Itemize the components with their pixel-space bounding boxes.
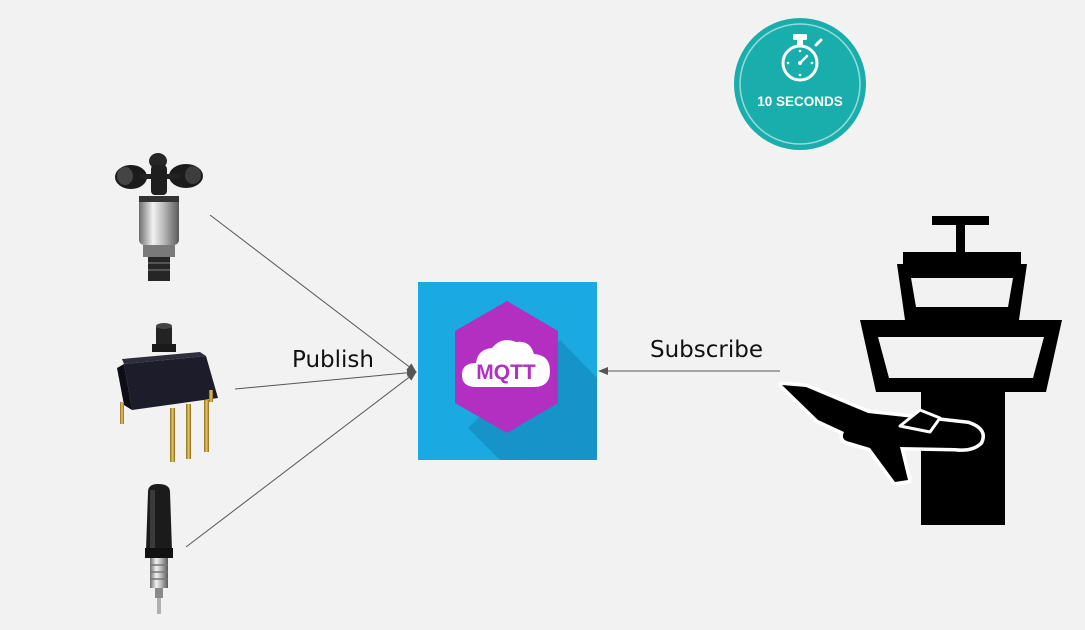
mqtt-cloud-icon: MQTT (455, 301, 558, 433)
publish-arrow-3 (185, 371, 417, 548)
publish-arrow-1 (209, 214, 417, 373)
timer-badge: 10 SECONDS (734, 18, 866, 150)
pressure-sensor-icon (117, 323, 218, 462)
probe-sensor-icon (145, 484, 173, 614)
mqtt-label: MQTT (476, 361, 536, 384)
subscribe-label: Subscribe (650, 337, 764, 363)
publish-label: Publish (292, 347, 374, 373)
stopwatch-icon (781, 34, 823, 82)
timer-label: 10 SECONDS (757, 94, 843, 109)
publish-arrow-2 (234, 368, 417, 390)
anemometer-sensor-icon (115, 153, 203, 281)
control-tower-airplane-icon (778, 216, 1062, 525)
mqtt-broker: MQTT (418, 282, 597, 460)
